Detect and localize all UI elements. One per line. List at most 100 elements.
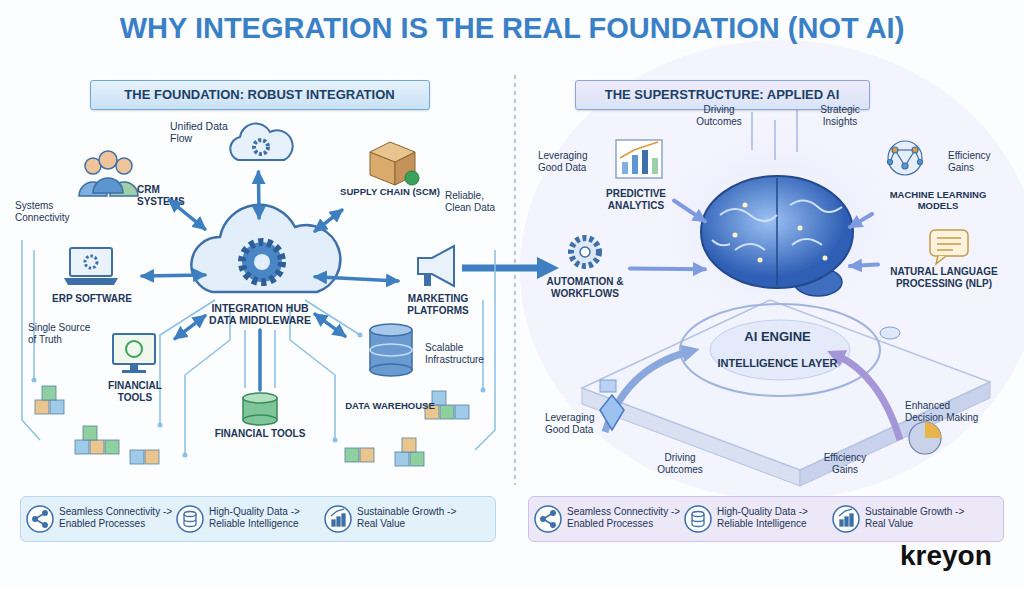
- connector-arrow: [630, 267, 705, 272]
- node-label: DATA WAREHOUSE: [345, 401, 435, 412]
- database-icon: [243, 415, 277, 425]
- chat-icon: [937, 249, 953, 251]
- chat-icon: [930, 230, 968, 256]
- box-icon: [370, 142, 419, 185]
- system-node: FINANCIAL TOOLS: [95, 330, 175, 408]
- network-icon: [888, 141, 923, 175]
- circuit-node: [32, 378, 37, 383]
- note-label: Efficiency Gains: [948, 150, 1008, 173]
- chart-icon: [620, 142, 658, 158]
- circuit-node: [32, 333, 486, 458]
- note-label: Driving Outcomes: [684, 104, 754, 127]
- data-flow-arrow: [605, 352, 900, 440]
- cloud-icon: [230, 123, 292, 160]
- chart-icon: [652, 158, 658, 174]
- brain-icon: [743, 203, 748, 208]
- note-label: Reliable, Clean Data: [445, 190, 509, 213]
- node-label: Seamless Connectivity -> Enabled Process…: [59, 506, 177, 529]
- ai-platform: [880, 327, 900, 339]
- monitor-icon: [130, 364, 138, 370]
- cloud-icon: [254, 140, 268, 154]
- circuit-trace: [33, 250, 35, 380]
- benefit-band: Seamless Connectivity -> Enabled Process…: [20, 496, 496, 542]
- hub-cloud-icon: [254, 254, 270, 270]
- section-banner: THE FOUNDATION: ROBUST INTEGRATION: [90, 80, 430, 110]
- node-label: Sustainable Growth -> Real Value: [865, 506, 985, 529]
- node-label: High-Quality Data -> Reliable Intelligen…: [209, 506, 327, 529]
- cloud-icon: [230, 123, 292, 160]
- data-cube: [395, 452, 409, 466]
- node-label: Sustainable Growth -> Real Value: [357, 506, 477, 529]
- data-cube: [105, 440, 119, 454]
- ai-capability-node: AUTOMATION & WORKFLOWS: [540, 232, 630, 304]
- gear-icon: [580, 247, 590, 257]
- circuit-node: [158, 423, 163, 428]
- node-label: ERP SOFTWARE: [42, 293, 142, 305]
- node-label: FINANCIAL TOOLS: [208, 428, 312, 440]
- hub-cloud-icon: [191, 205, 340, 292]
- data-cube: [455, 405, 469, 419]
- people-icon: [93, 178, 123, 193]
- data-cube: [402, 438, 416, 452]
- laptop-icon: [64, 278, 118, 285]
- connector-arrow: [850, 265, 878, 267]
- note-label: Strategic Insights: [805, 104, 875, 127]
- chart-icon: [622, 162, 628, 174]
- network-icon: [892, 147, 898, 153]
- circuit-node: [481, 388, 486, 393]
- circuit-trace: [244, 330, 246, 388]
- data-cube: [83, 426, 97, 440]
- chat-icon: [930, 230, 968, 264]
- circuit-trace: [305, 300, 360, 335]
- data-cube: [130, 450, 144, 464]
- chat-icon: [936, 256, 946, 264]
- note-label: Enhanced Decision Making: [905, 400, 985, 423]
- note-label: Efficiency Gains: [815, 452, 875, 475]
- connector-arrow: [315, 314, 345, 336]
- node-label: AI ENGINE: [705, 330, 850, 345]
- data-cube: [440, 405, 454, 419]
- ai-capability-node: PREDICTIVE ANALYTICS: [598, 136, 674, 214]
- sparkle-line: [796, 108, 798, 152]
- node-label: CRM SYSTEMS: [137, 184, 200, 207]
- laptop-icon: [70, 248, 112, 276]
- people-icon: [99, 151, 117, 169]
- people-icon: [79, 151, 138, 196]
- brain-icon: [823, 256, 828, 261]
- node-label: SUPPLY CHAIN (SCM): [340, 187, 440, 198]
- node-label: PREDICTIVE ANALYTICS: [598, 188, 674, 211]
- gear-icon: [571, 238, 599, 266]
- monitor-icon: [126, 341, 142, 357]
- megaphone-icon: [418, 246, 454, 286]
- sparkle-line: [774, 120, 776, 160]
- benefit-band: Seamless Connectivity -> Enabled Process…: [528, 496, 1004, 542]
- connector-arrow: [258, 330, 262, 390]
- circuit-node: [333, 438, 338, 443]
- box-icon: [370, 142, 415, 162]
- network-icon: [902, 163, 908, 169]
- node-label: High-Quality Data -> Reliable Intelligen…: [717, 506, 835, 529]
- connector-arrow: [142, 275, 205, 276]
- circuit-trace: [482, 300, 484, 390]
- chart-icon: [632, 155, 638, 174]
- hub-node: INTEGRATION HUB DATA MIDDLEWARE: [205, 218, 315, 330]
- note-label: Scalable Infrastructure: [425, 342, 507, 365]
- circuit-trace: [160, 300, 215, 425]
- connector-arrow: [169, 200, 205, 229]
- connector-arrow: [315, 277, 398, 281]
- network-icon: [918, 160, 923, 165]
- system-node: MARKETING PLATFORMS: [398, 243, 478, 323]
- node-label: THE FOUNDATION: ROBUST INTEGRATION: [91, 88, 428, 103]
- monitor-icon: [113, 334, 155, 364]
- system-node: SUPPLY CHAIN (SCM): [340, 135, 440, 210]
- node-label: FINANCIAL TOOLS: [95, 380, 175, 403]
- data-cube: [42, 386, 56, 400]
- ai-platform: [710, 320, 850, 380]
- database-icon: [243, 393, 277, 403]
- ai-capability-node: MACHINE LEARNING MODELS: [870, 136, 1006, 214]
- panel-divider: [514, 75, 516, 485]
- circuit-trace: [475, 250, 495, 450]
- brain-icon: [776, 178, 778, 286]
- hub-cloud-icon: [191, 205, 340, 292]
